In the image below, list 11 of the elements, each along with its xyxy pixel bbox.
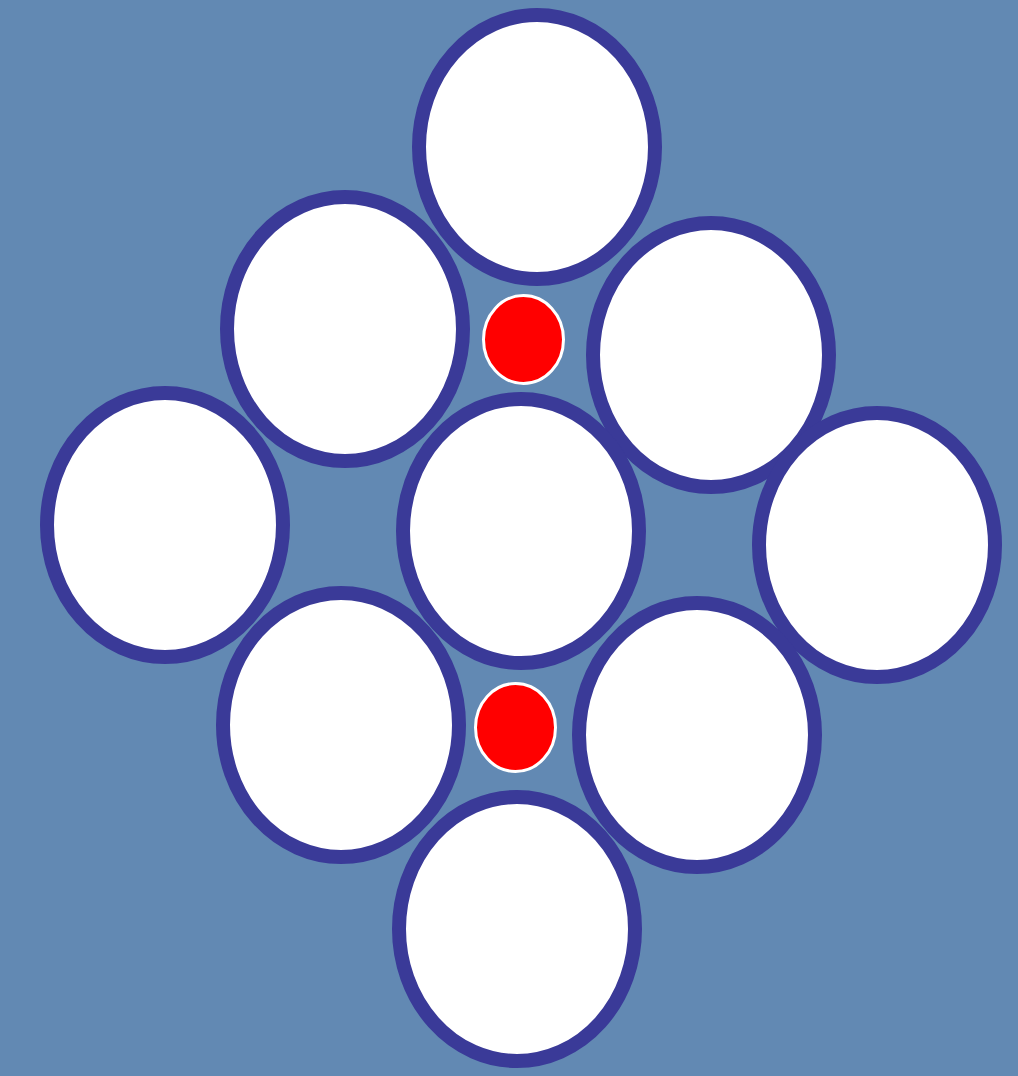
oval bbox=[395, 391, 645, 669]
oval bbox=[39, 385, 289, 663]
dot bbox=[474, 682, 558, 774]
oval bbox=[215, 585, 465, 863]
oval bbox=[751, 405, 1001, 683]
oval bbox=[571, 595, 821, 873]
oval bbox=[391, 789, 641, 1067]
dot bbox=[482, 294, 566, 386]
oval bbox=[219, 189, 469, 467]
oval bbox=[585, 215, 835, 493]
oval bbox=[411, 7, 661, 285]
